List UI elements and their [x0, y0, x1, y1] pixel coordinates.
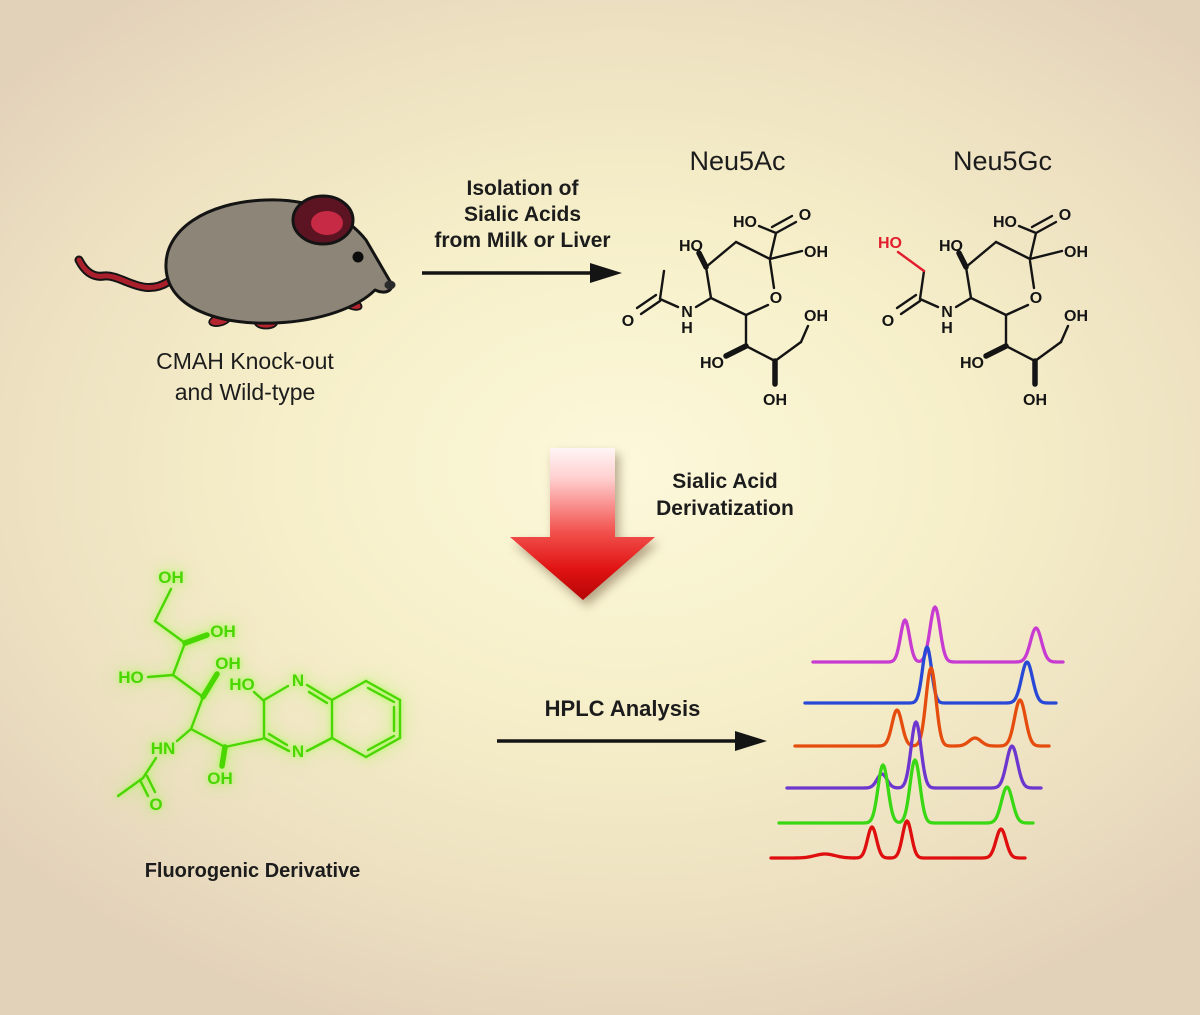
mouse-caption: CMAH Knock-out and Wild-type	[120, 346, 370, 408]
atom-label-n-amide: N	[681, 304, 693, 321]
derivatization-line1: Sialic Acid	[672, 470, 778, 493]
mouse-nose	[384, 280, 396, 290]
neu5gc-title: Neu5Gc	[952, 146, 1053, 176]
chromatogram-trace-green	[777, 758, 1035, 825]
chromatogram-trace-orange	[793, 666, 1051, 748]
mouse-eye	[352, 251, 364, 263]
chromatogram-trace-purple	[785, 720, 1043, 790]
fluorogenic-structure: OH OH HO OH HO N N HN OH O	[116, 568, 402, 814]
chromatogram-trace-magenta	[811, 605, 1065, 664]
chromatogram-trace-blue	[803, 645, 1058, 705]
atom-label-h-amide: H	[681, 320, 693, 337]
atom-label-n-amide: N	[941, 304, 953, 321]
atom-label-ho-c4: HO	[679, 238, 703, 255]
atom-label-ho-glycolyl: HO	[878, 235, 902, 252]
isolation-line1: Isolation of	[466, 177, 579, 200]
atom-label-hn: HN	[151, 739, 176, 758]
atom-label-ho-ring: HO	[229, 675, 255, 694]
atom-label-oh-c8: OH	[763, 392, 787, 409]
atom-label-ho-c7: HO	[700, 355, 724, 372]
neu5gc-bonds	[895, 214, 1070, 387]
atom-label-oh-c9: OH	[804, 308, 828, 325]
isolation-line2: Sialic Acids	[463, 203, 582, 226]
neu5ac-bonds	[635, 214, 810, 387]
derivatization-label: Sialic Acid Derivatization	[630, 468, 820, 522]
neu5gc-structure: HO HO O OH HO O N H O HO OH OH	[878, 207, 1088, 409]
atom-label-ho-c4: HO	[939, 238, 963, 255]
atom-label-o-acetyl: O	[622, 313, 634, 330]
arrow-head	[590, 263, 622, 283]
atom-label-o-carboxyl: O	[799, 207, 811, 224]
atom-label-n-bottom: N	[292, 742, 304, 761]
chromatogram-trace-red	[769, 819, 1027, 860]
atom-label-oh-c8: OH	[210, 622, 236, 641]
neu5ac-title: Neu5Ac	[689, 146, 786, 176]
atom-label-o-acetyl: O	[149, 795, 162, 814]
mouse-ear-inner	[311, 211, 343, 235]
atom-label-ring-o: O	[1030, 290, 1042, 307]
mouse-tail	[76, 257, 171, 290]
atom-label-ho-carboxyl: HO	[993, 214, 1017, 231]
hplc-label: HPLC Analysis	[544, 696, 701, 721]
atom-label-oh-c4: OH	[207, 769, 233, 788]
arrow-head	[735, 731, 767, 751]
atom-label-ho-carboxyl: HO	[733, 214, 757, 231]
atom-label-oh-anomeric: OH	[1064, 244, 1088, 261]
atom-label-o-acetyl: O	[882, 313, 894, 330]
hplc-arrow	[497, 731, 767, 751]
atom-label-n-top: N	[292, 671, 304, 690]
mouse-caption-line2: and Wild-type	[174, 379, 316, 405]
atom-label-oh-c9: OH	[1064, 308, 1088, 325]
derivatization-line2: Derivatization	[656, 497, 794, 520]
isolation-line3: from Milk or Liver	[434, 229, 611, 252]
atom-label-h-amide: H	[941, 320, 953, 337]
chromatogram-svg	[769, 605, 1065, 860]
isolation-label: Isolation of Sialic Acids from Milk or L…	[425, 176, 620, 254]
atom-label-ho-c7: HO	[960, 355, 984, 372]
fluorogenic-bonds	[116, 587, 402, 798]
atom-label-oh-top: OH	[158, 568, 184, 587]
derivatization-arrow	[510, 448, 655, 600]
atom-label-ho-c6: HO	[118, 668, 144, 687]
fluorogenic-caption: Fluorogenic Derivative	[144, 860, 361, 882]
mouse-illustration	[74, 194, 396, 330]
mouse-caption-line1: CMAH Knock-out	[156, 348, 334, 374]
atom-label-oh-c8: OH	[1023, 392, 1047, 409]
neu5ac-structure: HO O OH HO O N H O HO OH OH	[622, 207, 828, 409]
atom-label-oh-c7: OH	[215, 654, 241, 673]
atom-label-ring-o: O	[770, 290, 782, 307]
red-arrow-shape	[510, 448, 655, 600]
atom-label-o-carboxyl: O	[1059, 207, 1071, 224]
isolation-arrow	[422, 263, 622, 283]
atom-label-oh-anomeric: OH	[804, 244, 828, 261]
